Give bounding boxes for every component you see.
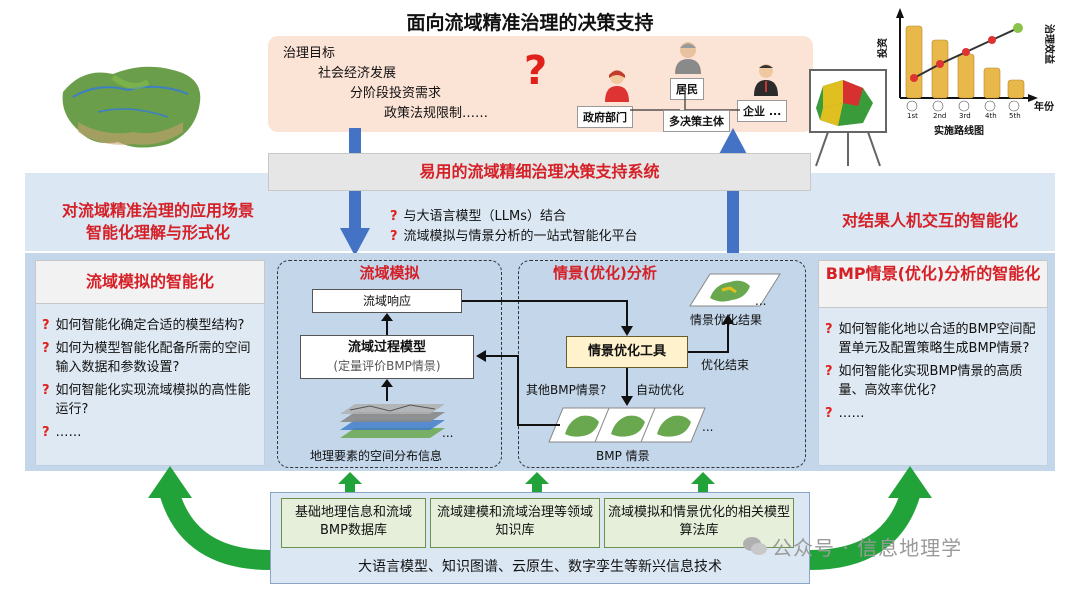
- chart-xlabel: 年份: [1034, 100, 1055, 113]
- process-model-box: 流域过程模型 (定量评价BMP情景): [300, 335, 474, 379]
- auto-optimize-label: 自动优化: [636, 383, 685, 397]
- wechat-icon: [743, 537, 767, 555]
- simulation-title: 流域模拟: [359, 264, 420, 282]
- multi-actor-label: 多决策主体: [663, 110, 730, 132]
- scenario-title: 情景(优化)分析: [553, 264, 657, 282]
- left-question-2: ?如何为模型智能化配备所需的空间输入数据和参数设置?: [42, 341, 251, 375]
- resident-person-icon: [675, 42, 701, 74]
- right-question-2: ?如何智能化实现BMP情景的高质量、高效率优化?: [825, 364, 1023, 398]
- goal-heading: 治理目标: [283, 46, 336, 61]
- kb-model-algorithms: 流域模拟和情景优化的相关模型算法库: [604, 498, 794, 548]
- watershed-map-image: [62, 66, 201, 148]
- right-question-1: ?如何智能化地以合适的BMP空间配置单元及配置策略生成BMP情景?: [825, 322, 1036, 356]
- bmp-ellipsis: ...: [702, 420, 714, 434]
- question-mark-icon: ?: [524, 48, 548, 94]
- result-ellipsis: ...: [755, 294, 767, 308]
- tick-4th: 4th: [985, 112, 997, 120]
- bmp-scenario-label: BMP 情景: [596, 449, 650, 463]
- tick-1st: 1st: [907, 112, 918, 120]
- tick-2nd: 2nd: [933, 112, 946, 120]
- goal-line-3: 政策法规限制……: [384, 106, 489, 121]
- left-question-4: ?……: [42, 425, 82, 440]
- other-bmp-label: 其他BMP情景?: [526, 383, 607, 397]
- goal-line-2: 分阶段投资需求: [350, 86, 442, 101]
- watermark-text: 公众号 · 信息地理学: [772, 536, 963, 560]
- enterprise-person-icon: [754, 64, 778, 96]
- page-title: 面向流域精准治理的决策支持: [406, 12, 654, 34]
- simulation-ellipsis: ...: [442, 426, 454, 440]
- band-left-title: 对流域精准治理的应用场景 智能化理解与形式化: [61, 201, 254, 242]
- spatial-layers-image: [340, 404, 445, 438]
- simulation-box: [277, 260, 502, 468]
- tick-3rd: 3rd: [959, 112, 971, 120]
- emerging-tech-label: 大语言模型、知识图谱、云原生、数字孪生等新兴信息技术: [358, 559, 722, 575]
- chart-caption: 实施路线图: [934, 124, 984, 137]
- resident-label: 居民: [670, 78, 704, 100]
- right-question-3: ?……: [825, 406, 865, 421]
- band-right-title: 对结果人机交互的智能化: [841, 211, 1018, 230]
- government-person-icon: [605, 70, 629, 102]
- kb-geo-database: 基础地理信息和流域BMP数据库: [281, 498, 426, 548]
- right-panel-title: BMP情景(优化)分析的智能化: [818, 260, 1048, 308]
- optimized-result-map: [689, 273, 781, 307]
- left-panel-title: 流域模拟的智能化: [35, 260, 265, 304]
- optimization-end-label: 优化结束: [701, 358, 750, 372]
- left-question-3: ?如何智能化实现流域模拟的高性能运行?: [42, 383, 251, 417]
- bmp-scenario-maps: [548, 407, 706, 443]
- government-label: 政府部门: [577, 106, 633, 128]
- chart-y2label: 治理效益: [1043, 24, 1056, 64]
- decision-support-system: 易用的流域精细治理决策支持系统: [268, 153, 811, 191]
- roadmap-chart: 1st 2nd 3rd 4th 5th 投资 治理效益 年份 实施路线图: [876, 8, 1056, 137]
- band-item-2: ?流域模拟与情景分析的一站式智能化平台: [390, 229, 638, 244]
- enterprise-label: 企业 ...: [737, 100, 788, 122]
- scenario-optimization-tool: 情景优化工具: [566, 336, 688, 368]
- right-panel-questions: ?如何智能化地以合适的BMP空间配置单元及配置策略生成BMP情景? ?如何智能化…: [825, 320, 1043, 423]
- presentation-board-icon: [809, 69, 887, 167]
- chart-ylabel: 投资: [876, 38, 889, 58]
- up-arrow-model-response: [381, 313, 393, 335]
- left-question-1: ?如何智能化确定合适的模型结构?: [42, 318, 245, 333]
- band-item-1: ?与大语言模型（LLMs）结合: [390, 209, 567, 224]
- spatial-info-label: 地理要素的空间分布信息: [310, 449, 443, 463]
- up-arrow-data-model: [381, 379, 393, 401]
- watershed-response-box: 流域响应: [312, 289, 462, 313]
- tick-5th: 5th: [1009, 112, 1021, 120]
- goal-line-1: 社会经济发展: [318, 66, 397, 81]
- kb-domain-knowledge: 流域建模和流域治理等领域知识库: [430, 498, 600, 548]
- left-panel-questions: ?如何智能化确定合适的模型结构? ?如何为模型智能化配备所需的空间输入数据和参数…: [42, 316, 260, 442]
